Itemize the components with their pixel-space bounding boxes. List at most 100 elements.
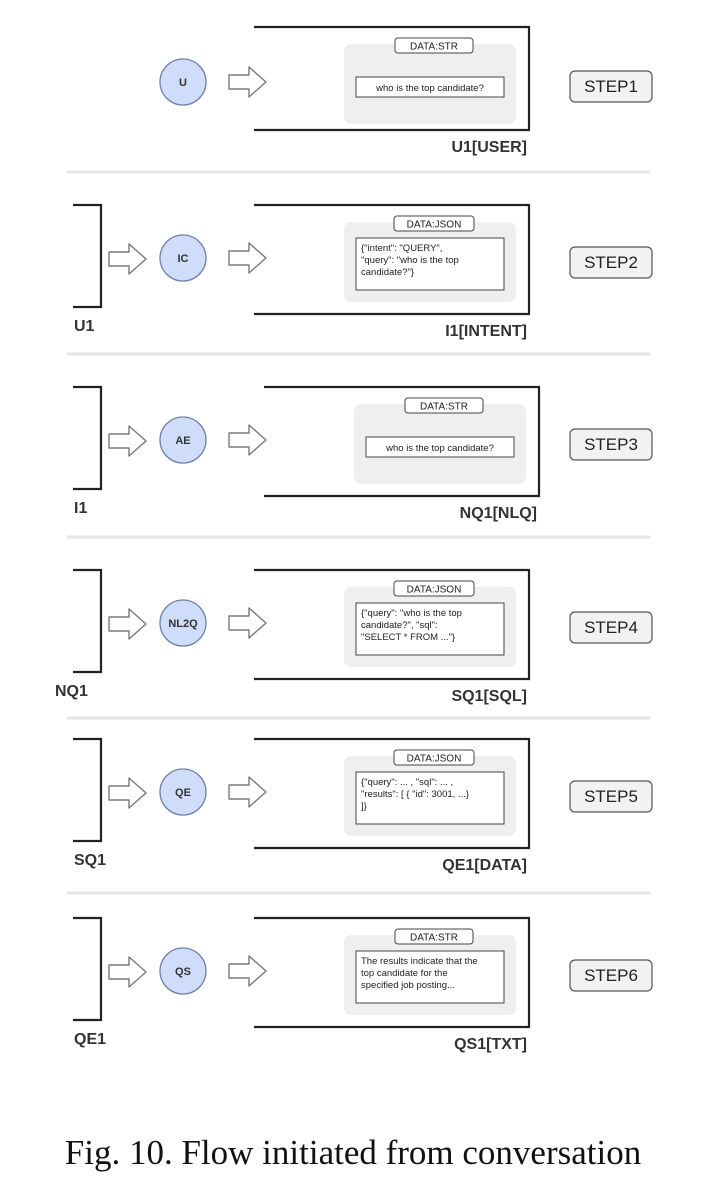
figure-caption: Fig. 10. Flow initiated from conversatio… [64, 1133, 642, 1172]
flow-arrow-icon [228, 607, 267, 639]
input-label: QE1 [74, 1031, 106, 1048]
data-content-line: who is the top candidate? [385, 443, 494, 454]
data-content-line: top candidate for the [361, 968, 448, 979]
data-type-label: DATA:JSON [407, 754, 462, 765]
data-type-tag [393, 580, 475, 597]
output-bracket [254, 568, 531, 681]
data-content-text: {"query": ... , "sql": ... ,"results": [… [361, 777, 469, 812]
data-type-label: DATA:STR [410, 933, 458, 944]
input-label: NQ1 [55, 683, 88, 700]
data-content-line: {"intent": "QUERY", [361, 243, 442, 254]
step-badge [569, 959, 653, 992]
output-bracket [254, 916, 531, 1029]
data-content-box [355, 237, 505, 291]
agent-node-label: AE [175, 435, 190, 447]
data-content-line: {"query": ... , "sql": ... , [361, 777, 453, 788]
step-badge-label: STEP4 [584, 618, 638, 637]
output-bracket [254, 203, 531, 316]
step-badge [569, 611, 653, 644]
step-badge-label: STEP1 [584, 77, 638, 96]
data-content-text: who is the top candidate? [375, 83, 484, 94]
data-content-line: "query": "who is the top [361, 255, 459, 266]
step-row: NQ1 NL2Q DATA:JSON {"query": "who is the to… [55, 568, 653, 705]
data-content-box [365, 436, 515, 458]
data-type-tag [394, 928, 474, 945]
data-content-box [355, 602, 505, 656]
data-content-line: specified job posting... [361, 980, 455, 991]
agent-node-label: U [179, 77, 187, 89]
output-label: QE1[DATA] [442, 857, 527, 874]
data-content-line: The results indicate that the [361, 956, 478, 967]
flow-arrow-icon [228, 955, 267, 987]
data-content-line: {"query": "who is the top [361, 608, 462, 619]
agent-node [159, 416, 207, 464]
input-bracket [73, 203, 103, 309]
data-content-text: who is the top candidate? [385, 443, 494, 454]
step-badge [569, 780, 653, 813]
data-type-tag [393, 749, 475, 766]
data-content-box [355, 950, 505, 1004]
input-bracket [73, 385, 103, 491]
agent-node [159, 234, 207, 282]
flow-arrow-icon [108, 777, 147, 809]
step-row: QE1 QS DATA:STR The results indicate that t… [73, 916, 653, 1053]
data-type-label: DATA:JSON [407, 585, 462, 596]
step-badge-label: STEP6 [584, 966, 638, 985]
input-bracket [73, 737, 103, 843]
data-type-tag [393, 215, 475, 232]
agent-node-label: NL2Q [168, 618, 198, 630]
data-content-box [355, 771, 505, 825]
output-bracket [254, 25, 531, 132]
agent-node [159, 599, 207, 647]
flow-arrow-icon [228, 424, 267, 456]
agent-node-label: QS [175, 966, 191, 978]
step-badge [569, 246, 653, 279]
data-content-line: candidate?"} [361, 267, 414, 278]
input-label: SQ1 [74, 852, 106, 869]
data-type-label: DATA:STR [420, 402, 468, 413]
agent-node [159, 947, 207, 995]
output-bracket [254, 737, 531, 850]
output-label: SQ1[SQL] [451, 688, 527, 705]
step-badge [569, 70, 653, 103]
step-badge-label: STEP2 [584, 253, 638, 272]
input-label: I1 [74, 500, 87, 517]
output-label: I1[INTENT] [445, 323, 527, 340]
flow-arrow-icon [228, 242, 267, 274]
step-badge [569, 428, 653, 461]
agent-node [159, 768, 207, 816]
step-row: U DATA:STR who is the top candidate? U1[USE… [159, 25, 653, 156]
flow-diagram: U DATA:STR who is the top candidate? U1[USE… [55, 25, 653, 1053]
flow-arrow-icon [228, 776, 267, 808]
data-type-label: DATA:JSON [407, 220, 462, 231]
input-bracket [73, 916, 103, 1022]
step-row: SQ1 QE DATA:JSON {"query": ... , "sql": ...… [73, 737, 653, 874]
data-content-box [355, 76, 505, 98]
data-type-tag [404, 397, 484, 414]
data-type-tag [394, 37, 474, 54]
flow-arrow-icon [108, 608, 147, 640]
output-label: NQ1[NLQ] [460, 505, 537, 522]
output-bracket [264, 385, 541, 498]
data-content-line: candidate?", "sql": [361, 620, 438, 631]
input-label: U1 [74, 318, 95, 335]
agent-node [159, 58, 207, 106]
data-content-line: ]} [361, 801, 367, 812]
data-content-text: {"intent": "QUERY","query": "who is the … [361, 243, 459, 278]
step-row: U1 IC DATA:JSON {"intent": "QUERY","query":… [73, 203, 653, 340]
agent-node-label: IC [178, 253, 189, 265]
flow-arrow-icon [108, 425, 147, 457]
flow-arrow-icon [108, 243, 147, 275]
output-label: U1[USER] [451, 139, 527, 156]
flow-arrow-icon [228, 66, 267, 98]
data-content-line: "results": [ { "id": 3001, ...} [361, 789, 469, 800]
data-type-label: DATA:STR [410, 42, 458, 53]
data-content-line: who is the top candidate? [375, 83, 484, 94]
step-row: I1 AE DATA:STR who is the top candidate? NQ1… [73, 385, 653, 522]
agent-node-label: QE [175, 787, 191, 799]
flow-arrow-icon [108, 956, 147, 988]
data-content-line: "SELECT * FROM ..."} [361, 632, 455, 643]
output-label: QS1[TXT] [454, 1036, 527, 1053]
